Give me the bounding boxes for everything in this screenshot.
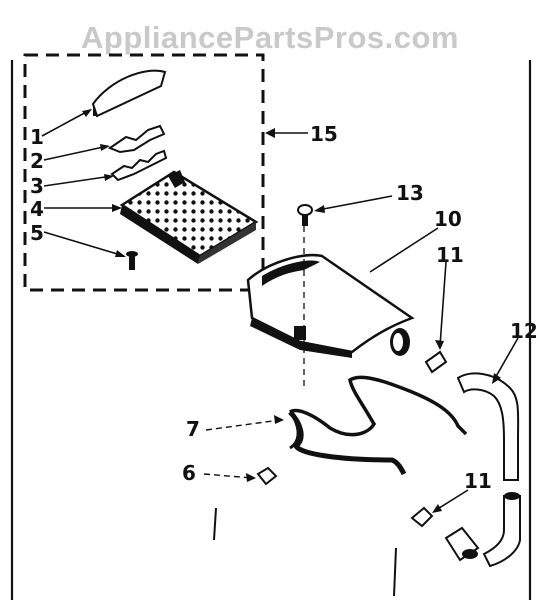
- part-11-clamp-upper-icon: [424, 350, 448, 374]
- part-7-wire-icon: [288, 375, 468, 476]
- callout-7: 7: [186, 417, 200, 441]
- part-3-strip-icon: [110, 149, 168, 182]
- callout-15: 15: [310, 122, 338, 146]
- callout-11-lower: 11: [464, 469, 492, 493]
- leader-lines-kit: [41, 109, 125, 257]
- callout-12: 12: [510, 319, 538, 343]
- callout-10: 10: [434, 207, 462, 231]
- watermark: AppliancePartsPros.com: [81, 20, 459, 55]
- part-5-screw-icon: [126, 251, 138, 270]
- callout-4: 4: [30, 197, 44, 221]
- callout-2: 2: [30, 149, 44, 173]
- callout-5: 5: [30, 221, 44, 245]
- part-12-tube-icon: [456, 372, 521, 568]
- callout-1: 1: [30, 125, 44, 149]
- part-6-connector-icon: [256, 466, 278, 486]
- fitting-icon: [444, 526, 480, 562]
- part-1-cap-icon: [91, 69, 167, 118]
- part-13-screw-icon: [297, 204, 313, 226]
- callout-11-upper: 11: [436, 243, 464, 267]
- arrowheads-kit: [82, 109, 126, 257]
- part-11-clamp-lower-icon: [410, 506, 434, 528]
- kit-dashed-box: [23, 53, 265, 292]
- callout-3: 3: [30, 174, 44, 198]
- part-2-clip-icon: [107, 124, 166, 154]
- part-10-housing-icon: [246, 253, 415, 358]
- part-4-tray-icon: [119, 170, 259, 264]
- callout-6: 6: [182, 461, 196, 485]
- callout-13: 13: [396, 181, 424, 205]
